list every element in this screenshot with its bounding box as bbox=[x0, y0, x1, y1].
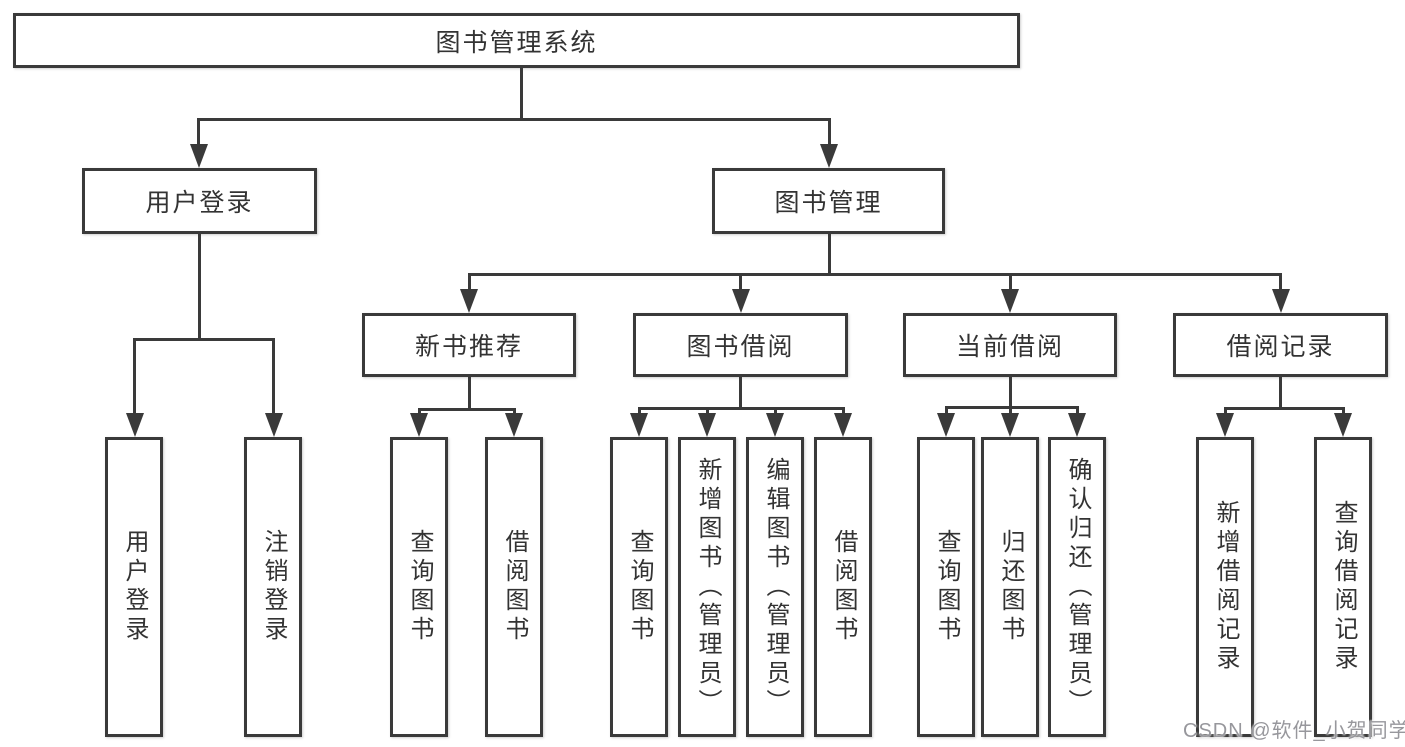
leaf-user-login: 用户登录 bbox=[105, 437, 163, 737]
node-borrow-records: 借阅记录 bbox=[1173, 313, 1388, 377]
connector-drop bbox=[468, 273, 471, 289]
connector-drop bbox=[1279, 273, 1282, 289]
connector-drop bbox=[1224, 407, 1227, 413]
connector-root-branch bbox=[197, 118, 831, 121]
leaf-query-books-current: 查询图书 bbox=[917, 437, 975, 737]
connector-drop bbox=[418, 408, 421, 413]
node-user-login: 用户登录 bbox=[82, 168, 317, 234]
connector-drop bbox=[739, 273, 742, 289]
leaf-confirm-return-admin: 确认归还（管理员） bbox=[1048, 437, 1106, 737]
leaf-borrow-books-recommend: 借阅图书 bbox=[485, 437, 543, 737]
connector-drop bbox=[945, 406, 948, 413]
connector-drop bbox=[513, 408, 516, 413]
leaf-edit-books-admin: 编辑图书（管理员） bbox=[746, 437, 804, 737]
connector-drop bbox=[706, 407, 709, 413]
connector-user-login-branch bbox=[133, 338, 275, 341]
arrow-down-icon bbox=[937, 413, 955, 437]
arrow-down-icon bbox=[834, 413, 852, 437]
connector-root-stem bbox=[520, 68, 523, 118]
leaf-borrow-books: 借阅图书 bbox=[814, 437, 872, 737]
connector-user-login-stem bbox=[198, 234, 201, 338]
connector-drop bbox=[638, 407, 641, 413]
arrow-down-icon bbox=[1001, 413, 1019, 437]
leaf-query-borrow-record: 查询借阅记录 bbox=[1314, 437, 1372, 737]
connector-drop bbox=[133, 338, 136, 413]
leaf-add-books-admin: 新增图书（管理员） bbox=[678, 437, 736, 737]
arrow-down-icon bbox=[460, 289, 478, 313]
arrow-down-icon bbox=[1068, 413, 1086, 437]
connector-new-book-stem bbox=[468, 377, 471, 408]
connector-root-right-drop bbox=[828, 118, 831, 146]
connector-drop bbox=[272, 338, 275, 413]
arrow-down-icon bbox=[1216, 413, 1234, 437]
connector-book-borrow-branch bbox=[638, 407, 844, 410]
connector-borrow-records-branch bbox=[1224, 407, 1344, 410]
connector-book-management-stem bbox=[828, 234, 831, 273]
node-book-management: 图书管理 bbox=[712, 168, 945, 234]
connector-drop bbox=[1009, 273, 1012, 289]
connector-drop bbox=[1342, 407, 1345, 413]
connector-drop bbox=[774, 407, 777, 413]
leaf-add-borrow-record: 新增借阅记录 bbox=[1196, 437, 1254, 737]
arrow-down-icon bbox=[1272, 289, 1290, 313]
node-current-borrow: 当前借阅 bbox=[903, 313, 1117, 377]
arrow-down-icon bbox=[1334, 413, 1352, 437]
csdn-watermark: CSDN @软件_小贺同学 bbox=[1183, 720, 1405, 742]
arrow-down-icon bbox=[698, 413, 716, 437]
arrow-down-icon bbox=[820, 144, 838, 168]
node-root: 图书管理系统 bbox=[13, 13, 1020, 68]
connector-root-left-drop bbox=[197, 118, 200, 146]
arrow-down-icon bbox=[732, 289, 750, 313]
leaf-logout: 注销登录 bbox=[244, 437, 302, 737]
connector-drop bbox=[1009, 406, 1012, 413]
connector-book-management-branch bbox=[470, 273, 1281, 276]
arrow-down-icon bbox=[630, 413, 648, 437]
connector-new-book-branch bbox=[418, 408, 516, 411]
connector-drop bbox=[842, 407, 845, 413]
arrow-down-icon bbox=[766, 413, 784, 437]
node-book-borrow: 图书借阅 bbox=[633, 313, 848, 377]
leaf-query-books-recommend: 查询图书 bbox=[390, 437, 448, 737]
arrow-down-icon bbox=[265, 413, 283, 437]
arrow-down-icon bbox=[410, 413, 428, 437]
arrow-down-icon bbox=[190, 144, 208, 168]
connector-current-borrow-stem bbox=[1009, 377, 1012, 406]
leaf-return-books: 归还图书 bbox=[981, 437, 1039, 737]
arrow-down-icon bbox=[505, 413, 523, 437]
leaf-query-books-borrow: 查询图书 bbox=[610, 437, 668, 737]
arrow-down-icon bbox=[1001, 289, 1019, 313]
connector-drop bbox=[1076, 406, 1079, 413]
node-new-book-recommend: 新书推荐 bbox=[362, 313, 576, 377]
arrow-down-icon bbox=[126, 413, 144, 437]
connector-book-borrow-stem bbox=[739, 377, 742, 407]
connector-borrow-records-stem bbox=[1279, 377, 1282, 407]
